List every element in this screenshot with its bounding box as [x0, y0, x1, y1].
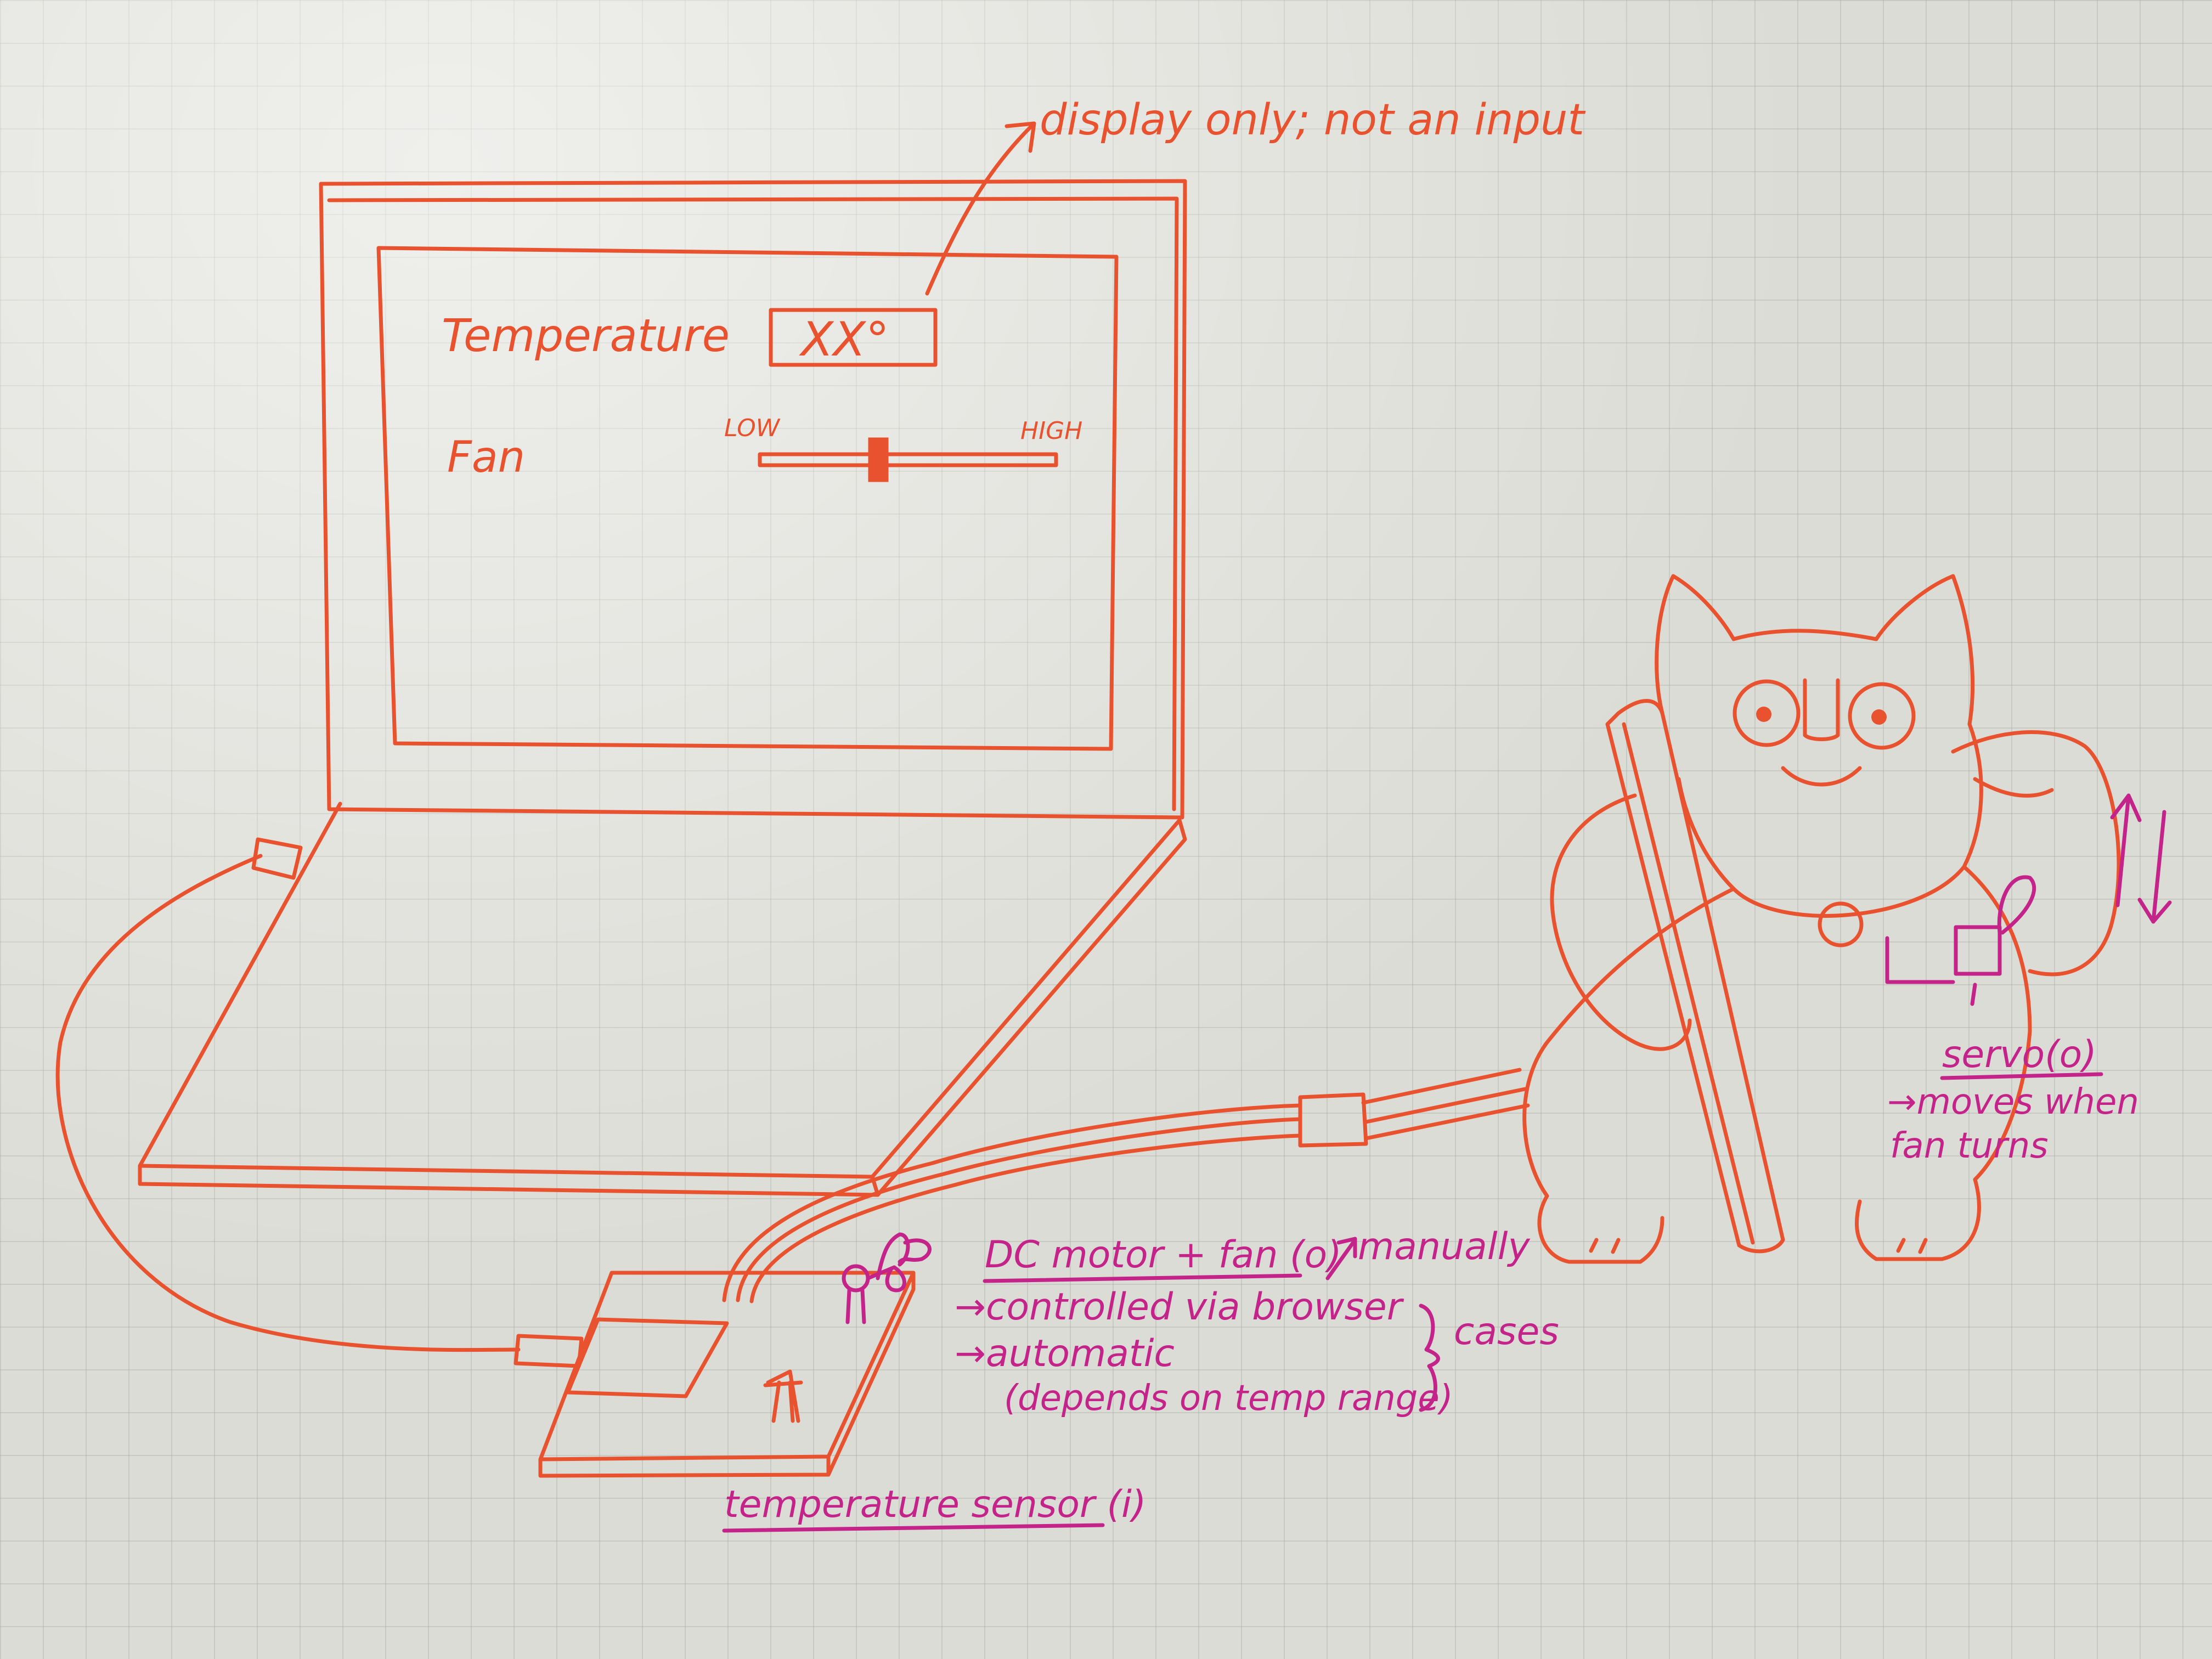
servo-body: [1954, 925, 2002, 976]
servo-underline: [1940, 1072, 2103, 1080]
servo-wire-a: [722, 1103, 1302, 1302]
manually-arrow: [1325, 1237, 1357, 1280]
dc-motor-legs: [845, 1288, 866, 1324]
moves-when-label: →moves when: [1887, 1082, 2139, 1122]
laptop-base: [138, 802, 1182, 1179]
laptop-screen-frame: [319, 179, 1187, 820]
servo-lead: [1970, 983, 1977, 1006]
cat-bell: [1818, 901, 1864, 947]
temperature-display-box: [769, 308, 938, 367]
cat-koban: [1605, 699, 1785, 1254]
fan-turns-label: fan turns: [1890, 1126, 2049, 1166]
display-note-arrowhead: [1005, 121, 1036, 153]
servo-label: servo(o): [1942, 1033, 2097, 1076]
display-note-annotation: display only; not an input: [925, 95, 1585, 296]
cat-mouth: [1781, 766, 1862, 787]
display-note-arrow: [925, 124, 1034, 296]
temperature-value: XX°: [799, 312, 889, 367]
depends-label: (depends on temp range): [1004, 1378, 1453, 1419]
cat-raised-paw: [1951, 730, 2121, 977]
temperature-sensor-part: [763, 1369, 803, 1423]
cases-label: cases: [1454, 1310, 1559, 1353]
fan-slider-thumb[interactable]: [868, 437, 889, 482]
cat-paw-pad: [1973, 777, 2054, 798]
wire-connector: [1298, 1092, 1368, 1148]
motion-arrowhead-up: [2110, 793, 2142, 822]
laptop-display-area: [376, 246, 1119, 751]
cat-body: [1522, 887, 1736, 1264]
cat-head: [1655, 574, 1983, 918]
screen-ui: Temperature XX° Fan LOW HIGH: [442, 308, 1082, 482]
motion-arrowhead-down: [2137, 898, 2172, 924]
cases-brace: [1419, 1304, 1440, 1412]
cat-koban-inner: [1622, 722, 1755, 1245]
servo-wire-c: [749, 1133, 1302, 1304]
temp-sensor-label: temperature sensor (i): [724, 1483, 1146, 1526]
cat-nose-lines: [1803, 678, 1840, 737]
usb-cable: [55, 854, 521, 1352]
dc-motor-body: [842, 1264, 870, 1293]
lucky-cat: [1522, 574, 2121, 1264]
paw-motion-arrows: [2110, 793, 2172, 924]
cat-foot-left-toes: [1589, 1238, 1621, 1254]
servo-wire-b: [736, 1117, 1302, 1302]
temperature-label: Temperature: [442, 310, 730, 362]
servo-wire-to-cat: [1361, 1068, 1530, 1141]
dc-motor-underline: [983, 1273, 1302, 1283]
cat-nose: [1803, 733, 1840, 741]
controlled-label: →controlled via browser: [955, 1285, 1404, 1329]
servo-horn: [1997, 875, 2036, 935]
cat-pupil-left: [1756, 707, 1771, 722]
motion-arrow-up: [2115, 793, 2131, 907]
cat-pupil-right: [1871, 709, 1887, 725]
fan-slider-track[interactable]: [758, 452, 1058, 467]
cat-foot-right-toes: [1896, 1238, 1928, 1254]
temp-sensor-annotation: temperature sensor (i): [722, 1483, 1146, 1533]
cat-eye-left: [1733, 679, 1801, 747]
display-note-text: display only; not an input: [1040, 95, 1585, 145]
dc-motor-annotation: DC motor + fan (o) manually →controlled …: [955, 1225, 1559, 1419]
arduino-chip: [566, 1317, 729, 1398]
laptop-usb-port: [251, 837, 303, 880]
dc-motor-fan-part: [842, 1232, 932, 1324]
automatic-label: →automatic: [955, 1332, 1175, 1375]
motion-arrow-down: [2151, 810, 2166, 924]
cat-body-right: [1854, 865, 2032, 1261]
servo-wire-path: [1885, 936, 1955, 984]
cat-left-arm: [1550, 793, 1692, 1051]
usb-plug: [514, 1334, 584, 1368]
breadboard-top: [538, 1271, 916, 1462]
breadboard: [538, 1271, 916, 1478]
laptop-screen-frame-inner-edge: [327, 196, 1179, 811]
manually-label: manually: [1358, 1225, 1531, 1268]
dc-motor-label: DC motor + fan (o): [985, 1233, 1342, 1277]
temp-sensor-underline: [722, 1523, 1105, 1533]
breadboard-side: [538, 1271, 916, 1478]
fan-shaft: [866, 1265, 896, 1280]
cat-eye-right: [1848, 682, 1916, 750]
fan-label: Fan: [447, 433, 525, 482]
servo-annotation: servo(o) →moves when fan turns: [1887, 1033, 2139, 1166]
servo-part: [1885, 875, 2036, 1006]
fan-low-label: LOW: [724, 414, 781, 442]
fan-high-label: HIGH: [1020, 417, 1082, 445]
fan-blades: [876, 1232, 932, 1293]
